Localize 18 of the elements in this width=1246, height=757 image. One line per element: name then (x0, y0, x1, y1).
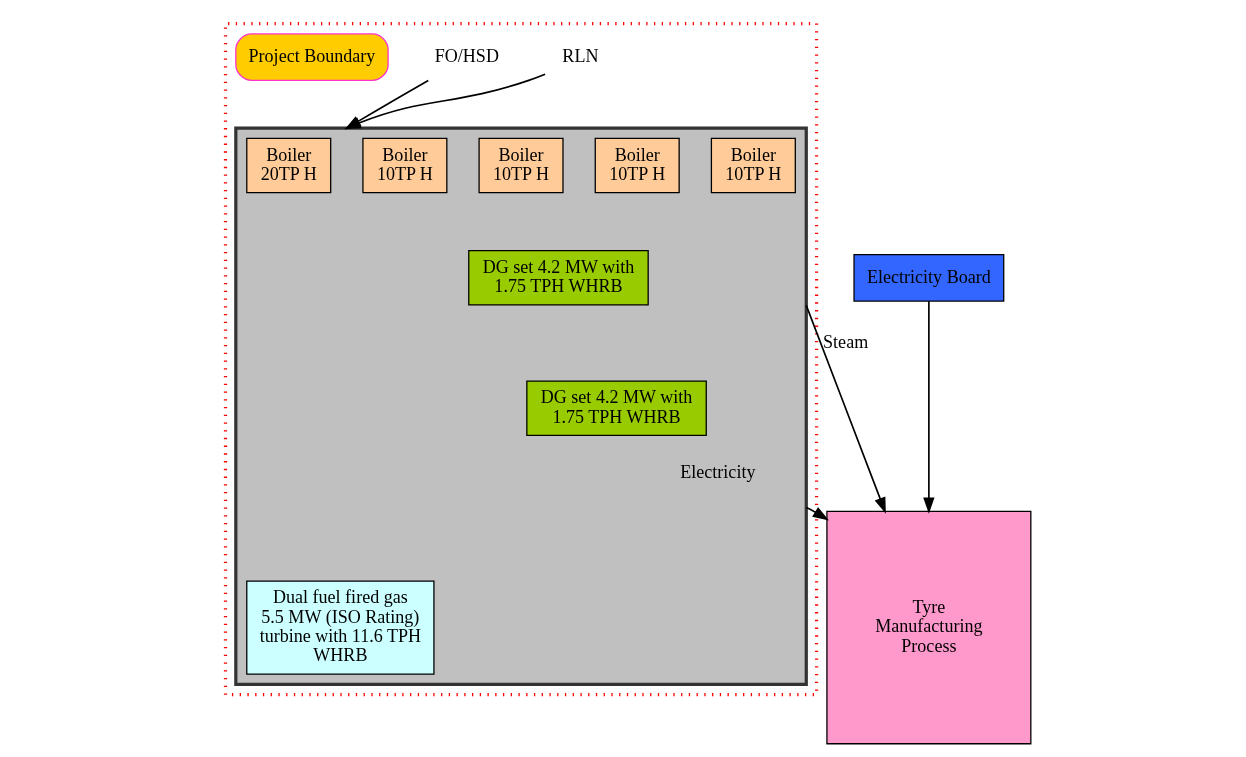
node-box: Electricity Board (853, 253, 1005, 302)
node-box: Boiler 10TP H (710, 137, 796, 194)
arrow (923, 300, 935, 514)
edge-label: Steam (823, 331, 869, 352)
cluster (234, 126, 808, 686)
node-box: DG set 4.2 MW with 1.75 TPH WHRB (468, 250, 649, 306)
node-box: Boiler 10TP H (362, 137, 448, 194)
node-box: DG set 4.2 MW with 1.75 TPH WHRB (526, 380, 707, 436)
arrow (805, 506, 829, 521)
edge-label: Electricity (680, 462, 756, 483)
node-box: Boiler 20TP H (246, 137, 332, 194)
node-box: Boiler 10TP H (594, 137, 680, 194)
node-box: Tyre Manufacturing Process (826, 510, 1032, 745)
node-box: Dual fuel fired gas 5.5 MW (ISO Rating) turbine with 11.6 TPH WHRB (246, 580, 435, 675)
node-box: Boiler 10TP H (478, 137, 564, 194)
node-box: Project Boundary (235, 33, 389, 81)
node-text: RLN (562, 45, 599, 66)
node-text: FO/HSD (434, 45, 499, 66)
